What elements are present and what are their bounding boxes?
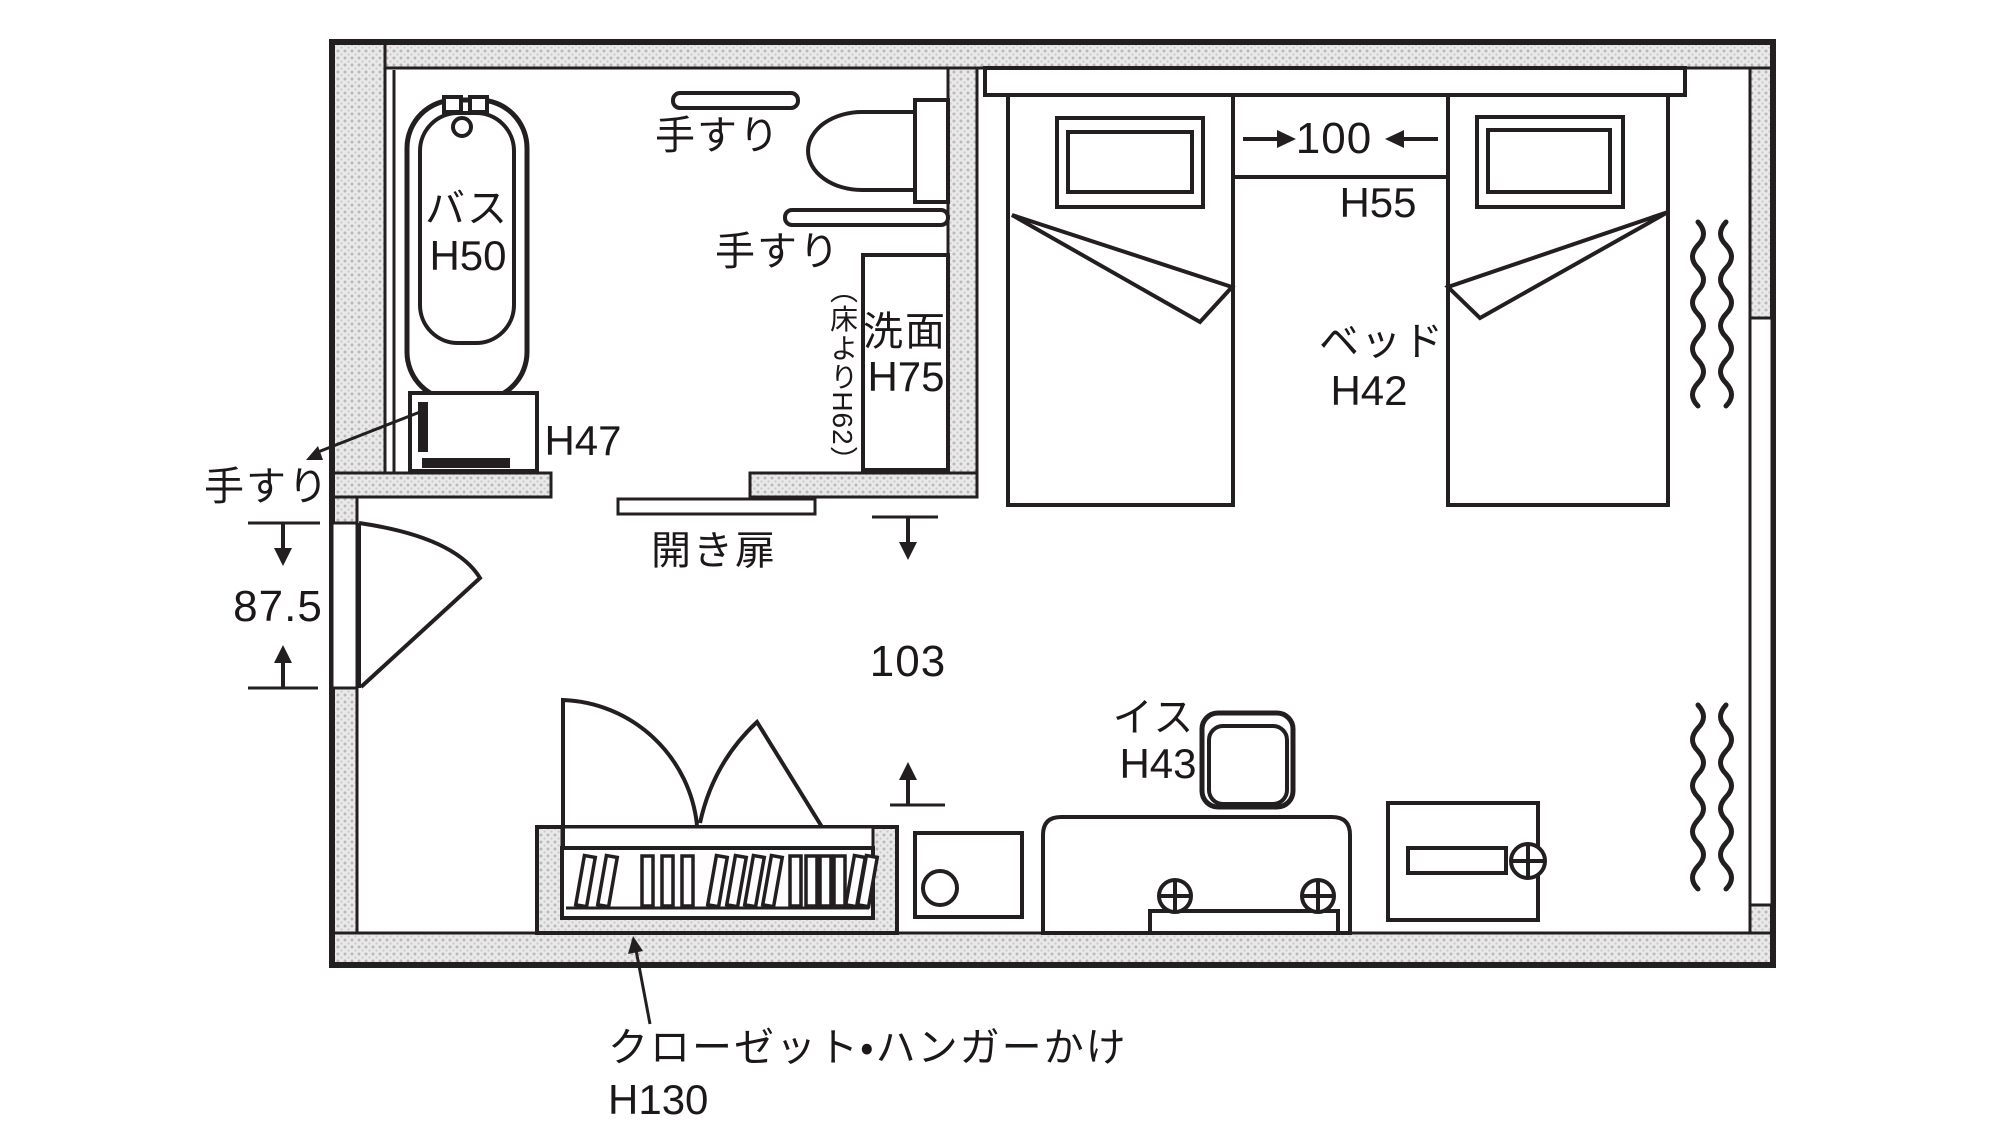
desk-drawer bbox=[1148, 909, 1340, 935]
bed-left bbox=[1006, 93, 1236, 507]
pillow-inner bbox=[1486, 128, 1612, 194]
bath-bench bbox=[408, 391, 539, 473]
closet-pointer-arrow bbox=[628, 936, 652, 1025]
bathroom-door-leaf bbox=[616, 497, 817, 516]
desk-knob-left bbox=[1157, 878, 1193, 914]
bathroom-wall-bottom-left bbox=[330, 471, 553, 499]
closet-rail-shelf bbox=[560, 825, 875, 850]
washbasin-label: 洗面 bbox=[863, 310, 947, 354]
bathtub-height: H50 bbox=[429, 232, 507, 279]
bed-label: ベッド bbox=[1319, 320, 1445, 364]
blanket-fold bbox=[1011, 213, 1236, 325]
bed-right bbox=[1444, 93, 1670, 507]
bathroom-wall-bottom-right bbox=[748, 471, 979, 499]
bathroom-wall-right bbox=[946, 66, 979, 499]
cabinet-slot bbox=[1406, 846, 1508, 875]
washbasin bbox=[861, 253, 950, 472]
bathtub-label: バス bbox=[425, 187, 509, 231]
grab-bar-horizontal bbox=[422, 458, 510, 468]
clearance-dimension bbox=[872, 515, 945, 807]
bed-gap-dimension bbox=[1243, 130, 1438, 148]
closet-label: クローゼット・ハンガーかけ bbox=[608, 1026, 1128, 1070]
entrance-door-opening bbox=[330, 521, 359, 690]
grab-bar-top bbox=[671, 91, 800, 110]
grab-bar-vertical bbox=[418, 402, 428, 452]
mini-fridge bbox=[913, 831, 1024, 919]
bathtub-drain bbox=[451, 116, 473, 138]
blanket-fold bbox=[1444, 210, 1669, 321]
toilet-bowl bbox=[806, 110, 917, 192]
wall-left-above-door bbox=[330, 495, 359, 525]
wall-left-upper bbox=[330, 40, 387, 475]
wall-top bbox=[330, 40, 1775, 70]
chair-height: H43 bbox=[1119, 740, 1197, 787]
curtains-upper bbox=[1690, 219, 1734, 409]
desk bbox=[1041, 815, 1352, 935]
bed-gap-value: 100 bbox=[1295, 114, 1373, 163]
desk-knob-right bbox=[1300, 878, 1336, 914]
toilet-tank bbox=[913, 98, 950, 204]
bathroom-door-label: 開き扉 bbox=[651, 529, 777, 573]
wall-right-upper bbox=[1748, 66, 1775, 320]
clearance-dimension-value: 103 bbox=[869, 637, 947, 686]
bench-height: H47 bbox=[544, 417, 622, 464]
toilet bbox=[806, 98, 950, 204]
wall-left-lower bbox=[330, 686, 359, 935]
side-cabinet bbox=[1386, 801, 1547, 922]
cabinet-knob bbox=[1509, 842, 1547, 880]
closet-height: H130 bbox=[608, 1076, 709, 1123]
grab-bar-side bbox=[783, 208, 950, 227]
entrance-door-width: 87.5 bbox=[233, 582, 323, 631]
window-right bbox=[1748, 316, 1774, 907]
closet-door-right bbox=[698, 718, 824, 829]
washbasin-height: H75 bbox=[867, 353, 945, 400]
bathtub bbox=[404, 95, 530, 403]
hangers bbox=[573, 853, 880, 909]
washbasin-floor-note: （床よりH62） bbox=[827, 275, 858, 475]
door-width-dimension bbox=[248, 521, 320, 690]
closet bbox=[535, 697, 899, 935]
grab-bar-pointer-arrow bbox=[306, 410, 421, 460]
grab-bar-top-label: 手すり bbox=[655, 114, 781, 158]
entrance-door bbox=[357, 521, 483, 689]
headboard-counter bbox=[983, 66, 1687, 97]
wall-right-lower bbox=[1748, 903, 1775, 935]
bed-height: H42 bbox=[1330, 367, 1408, 414]
pillow-inner bbox=[1066, 130, 1194, 194]
closet-door-left bbox=[561, 697, 699, 848]
curtains-lower bbox=[1690, 702, 1734, 892]
grab-bar-side-label: 手すり bbox=[715, 230, 841, 274]
grab-bar-bath-label: 手すり bbox=[204, 465, 330, 509]
headboard-height: H55 bbox=[1339, 179, 1417, 226]
chair bbox=[1199, 710, 1296, 810]
chair-label: イス bbox=[1112, 696, 1196, 740]
closet-doors bbox=[561, 697, 824, 848]
wall-bottom bbox=[330, 931, 1775, 967]
